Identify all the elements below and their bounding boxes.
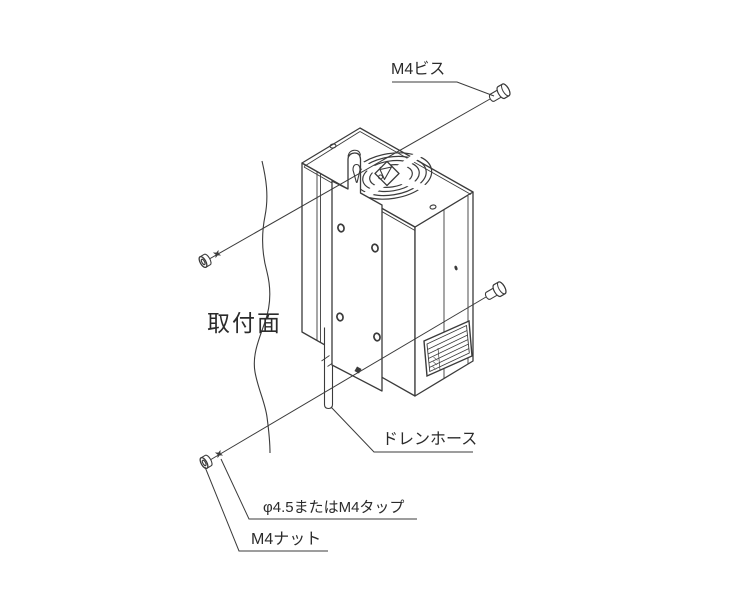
label-mounting-surface: 取付面 <box>207 310 282 336</box>
label-leaders <box>204 81 495 552</box>
m4-nut-lower-icon <box>197 453 215 471</box>
top-hole <box>429 204 437 210</box>
top-hole <box>329 143 337 149</box>
label-hole-spec: φ4.5またはM4タップ <box>263 499 405 516</box>
rating-label <box>423 319 473 378</box>
m4-nut-upper-icon <box>196 252 214 270</box>
drill-point-upper-icon <box>211 248 223 260</box>
leader-hole-label <box>220 458 417 520</box>
label-m4-screw: M4ビス <box>391 61 446 78</box>
leader-drain-hose-label <box>330 406 473 453</box>
mounting-bracket <box>331 149 383 392</box>
leader-nut-label <box>204 466 328 552</box>
m4-screw-upper-icon <box>486 81 513 106</box>
fan-hub <box>374 160 400 187</box>
leader-screw-label <box>392 81 495 97</box>
bracket-holes <box>336 223 381 342</box>
m4-screw-lower-icon <box>482 279 509 304</box>
lower-screw-axis <box>204 296 487 464</box>
screw-axis-lines <box>203 98 491 464</box>
drain-hose <box>321 327 336 410</box>
label-m4-nut: M4ナット <box>251 531 322 548</box>
label-drain-hose: ドレンホース <box>382 431 478 448</box>
drill-point-lower-icon <box>213 448 225 460</box>
upper-screw-axis <box>203 98 491 263</box>
mounting-surface-line <box>253 160 271 454</box>
hook-slot <box>352 163 361 184</box>
